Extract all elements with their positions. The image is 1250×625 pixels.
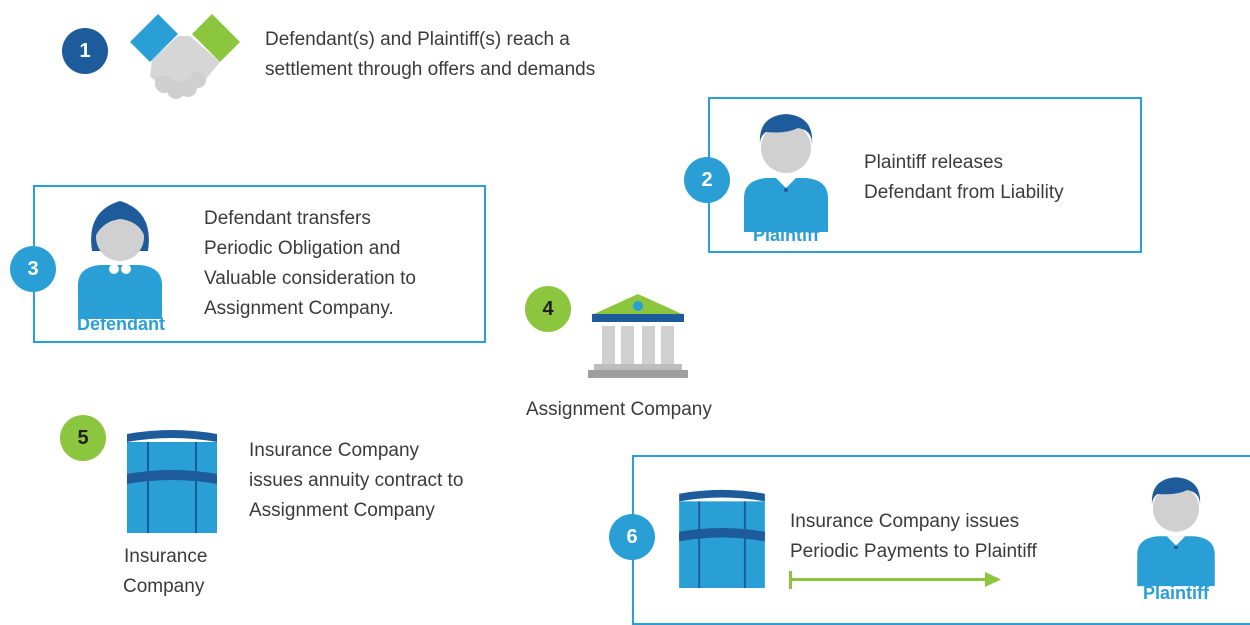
step-1-text-line2: settlement through offers and demands xyxy=(265,59,596,80)
step-5-text-line2: issues annuity contract to xyxy=(249,470,464,491)
step-5-badge: 5 xyxy=(60,415,106,461)
step-6-text-line2: Periodic Payments to Plaintiff xyxy=(790,541,1037,562)
step-3-badge: 3 xyxy=(10,246,56,292)
step-6-badge: 6 xyxy=(609,514,655,560)
step-2-text-line2: Defendant from Liability xyxy=(864,182,1064,203)
step-5-text-line3: Assignment Company xyxy=(249,500,435,521)
plaintiff-person-icon xyxy=(1137,477,1215,587)
step-3-text-line1: Defendant transfers xyxy=(204,208,371,229)
step-4-caption: Assignment Company xyxy=(526,399,712,420)
step-3-text-line3: Valuable consideration to xyxy=(204,268,416,289)
step-1-badge: 1 xyxy=(62,28,108,74)
arrow-right-icon xyxy=(789,571,1001,589)
handshake-icon xyxy=(130,14,240,99)
step-3-text-line4: Assignment Company. xyxy=(204,298,394,319)
step-5-text-line1: Insurance Company xyxy=(249,440,420,461)
insurance-building-icon xyxy=(679,489,765,588)
step-3-text-line2: Periodic Obligation and xyxy=(204,238,401,259)
step-6-role-label: Plaintiff xyxy=(1143,583,1209,603)
bank-building-icon xyxy=(588,294,688,378)
insurance-building-icon xyxy=(127,430,217,533)
step-1-text-line1: Defendant(s) and Plaintiff(s) reach a xyxy=(265,29,570,50)
step-5-caption-line2: Company xyxy=(123,576,205,597)
step-2-role-label: Plaintiff xyxy=(753,225,819,245)
step-2-text-line1: Plaintiff releases xyxy=(864,152,1004,173)
step-3-role-label: Defendant xyxy=(76,314,165,334)
step-2-badge: 2 xyxy=(684,157,730,203)
defendant-person-icon xyxy=(78,201,162,319)
step-5-caption-line1: Insurance xyxy=(124,546,208,567)
plaintiff-person-icon xyxy=(744,114,828,232)
step-6-text-line1: Insurance Company issues xyxy=(790,511,1020,532)
step-4-badge: 4 xyxy=(525,286,571,332)
